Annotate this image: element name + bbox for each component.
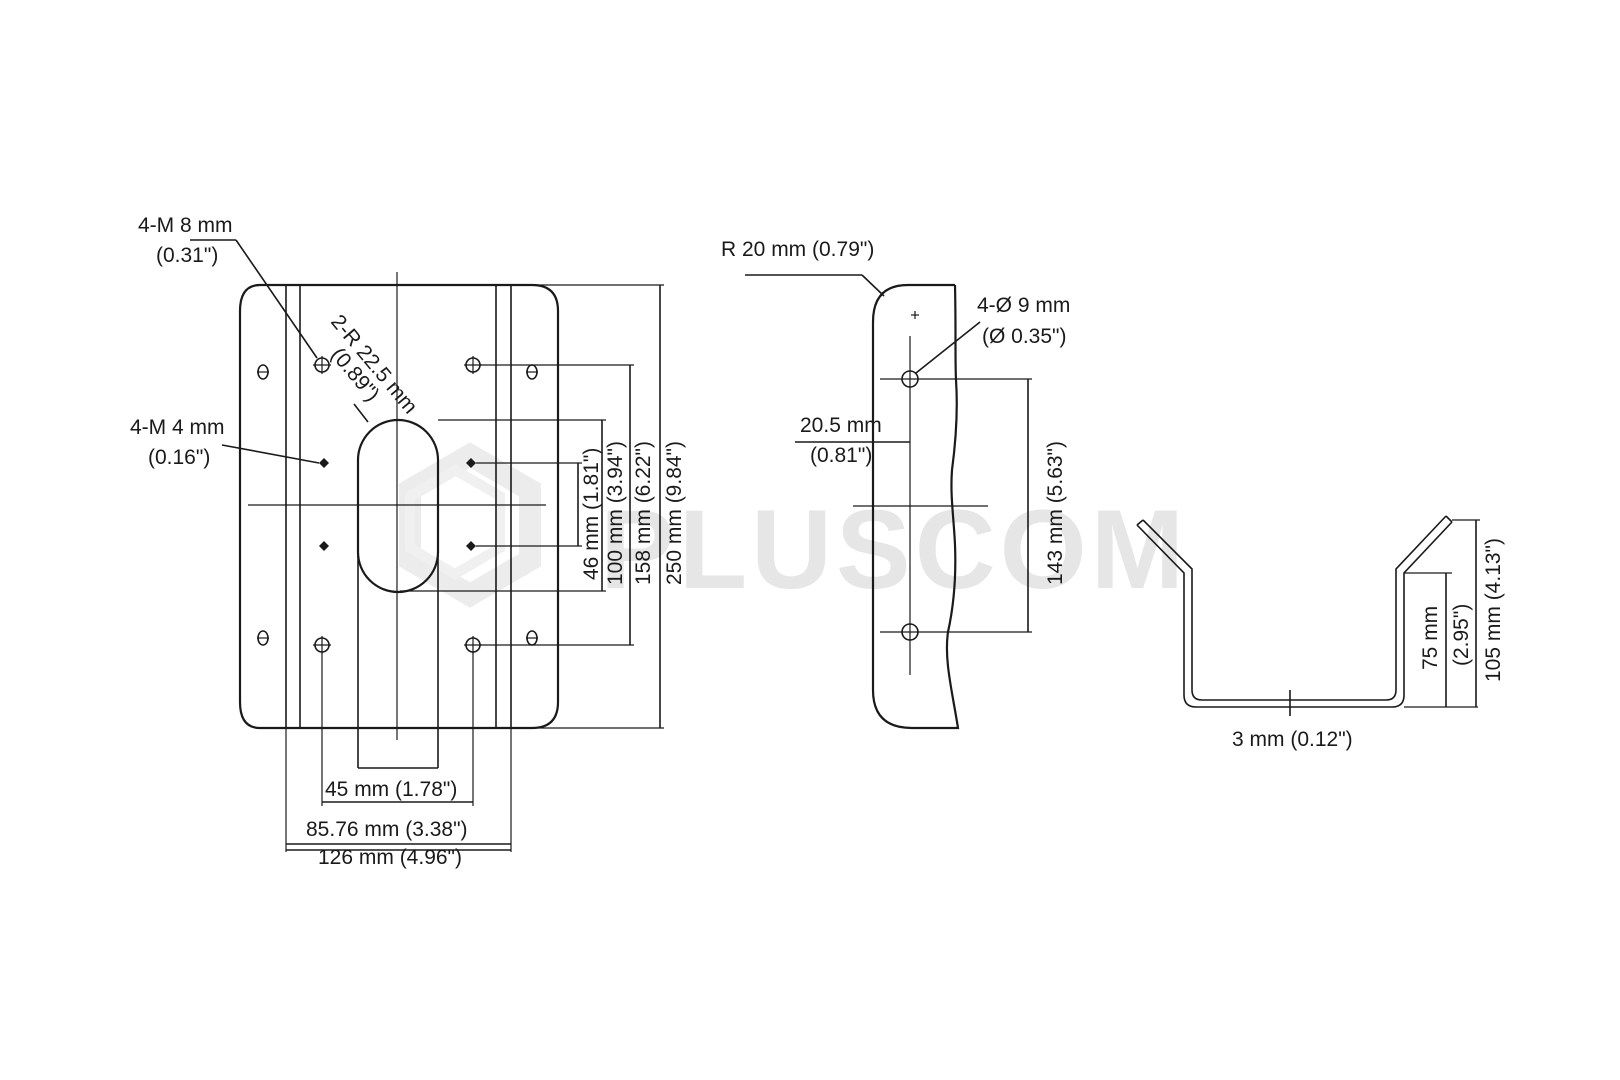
dim-75-label-line1: 75 mm — [1419, 606, 1442, 670]
front-view: 4-M 8 mm (0.31") 2-R 22.5 mm (0.89") 4-M… — [130, 214, 686, 869]
dim-105-label: 105 mm (4.13") — [1482, 538, 1505, 682]
m4-hole — [319, 458, 329, 468]
dim-45-label: 45 mm (1.78") — [325, 778, 457, 801]
m4-hole — [319, 541, 329, 551]
side-view: R 20 mm (0.79") 4-Ø 9 mm (Ø 0.35") 20.5 … — [721, 238, 1070, 730]
label-side-hole-line1: 4-Ø 9 mm — [977, 294, 1070, 317]
dim-250-label: 250 mm (9.84") — [663, 441, 686, 585]
label-side-radius: R 20 mm (0.79") — [721, 238, 874, 261]
center-slot — [356, 418, 440, 594]
leader-side-radius — [861, 274, 885, 297]
dim-46-label: 46 mm (1.81") — [580, 448, 603, 580]
label-offset-line2: (0.81") — [810, 444, 872, 467]
m8-hole — [464, 636, 482, 654]
leader-m4 — [221, 444, 320, 464]
label-m8-line1: 4-M 8 mm — [138, 214, 233, 237]
u-bracket-inner — [1142, 515, 1447, 701]
u-bracket-outer — [1136, 521, 1453, 708]
edge-slot-mark — [526, 630, 538, 646]
label-m4-line1: 4-M 4 mm — [130, 416, 225, 439]
label-side-hole-line2: (Ø 0.35") — [982, 325, 1066, 348]
u-bracket-end — [1445, 515, 1453, 523]
m4-hole — [466, 541, 476, 551]
m8-hole — [313, 636, 331, 654]
dim-75-label-line2: (2.95") — [1450, 604, 1473, 666]
m4-hole — [466, 458, 476, 468]
leader-radius — [353, 403, 369, 423]
dim-126-label: 126 mm (4.96") — [318, 846, 462, 869]
dim-143-label: 143 mm (5.63") — [1044, 441, 1067, 585]
edge-slot-mark — [257, 364, 269, 380]
m8-hole — [313, 356, 331, 374]
watermark-text: PLUSCOM — [600, 487, 1188, 612]
dim-158-label: 158 mm (6.22") — [632, 441, 655, 585]
label-m8-line2: (0.31") — [156, 244, 218, 267]
m8-hole — [464, 356, 482, 374]
dim-100-label: 100 mm (3.94") — [604, 441, 627, 585]
u-bracket-view: 3 mm (0.12") 75 mm (2.95") 105 mm (4.13"… — [1136, 515, 1505, 751]
dim-thickness-label: 3 mm (0.12") — [1232, 728, 1353, 751]
leader-m8 — [235, 239, 318, 359]
label-offset-line1: 20.5 mm — [800, 414, 882, 437]
edge-slot-mark — [526, 364, 538, 380]
edge-slot-mark — [257, 630, 269, 646]
dim-85-label: 85.76 mm (3.38") — [306, 818, 468, 841]
u-bracket-end — [1136, 519, 1144, 526]
side-profile — [871, 283, 960, 730]
watermark: PLUSCOM — [399, 442, 1188, 612]
label-m4-line2: (0.16") — [148, 446, 210, 469]
watermark-logo — [399, 442, 541, 608]
leader-side-hole — [915, 321, 981, 374]
